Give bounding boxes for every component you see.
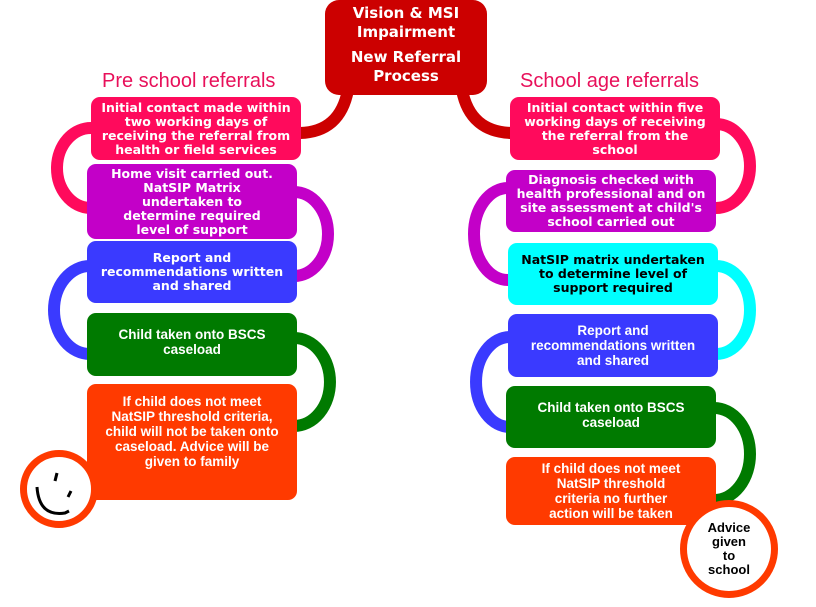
step-text: and shared: [576, 353, 650, 368]
step-text: given to family: [144, 454, 240, 469]
step-text: working days of receiving: [524, 113, 706, 129]
step-text: receiving the referral from: [101, 127, 291, 143]
advice-given-to-school-note: Advice given to school: [680, 500, 778, 598]
preschool-step-2: Home visit carried out. NatSIP Matrix un…: [87, 164, 297, 239]
step-text: NatSIP threshold: [556, 476, 666, 491]
step-text: caseload. Advice will be: [114, 439, 270, 454]
step-text: level of support: [136, 221, 248, 237]
smiley-drawing: [35, 472, 73, 515]
connector-school-5-6: [713, 402, 756, 506]
step-text: undertaken to: [141, 193, 243, 209]
connector-school-1-2: [715, 118, 756, 214]
connector-pre-1-2: [51, 121, 93, 214]
title-line: Impairment: [356, 23, 456, 41]
connector-pre-3-4: [48, 260, 91, 360]
connector-title-right: [456, 88, 513, 139]
step-text: site assessment at child's: [520, 200, 702, 215]
schoolage-step-6: If child does not meet NatSIP threshold …: [506, 457, 716, 525]
step-text: determine required: [123, 207, 261, 223]
step-text: caseload: [163, 342, 221, 357]
step-text: NatSIP matrix undertaken: [521, 252, 705, 267]
step-text: health or field services: [115, 141, 277, 157]
step-text: action will be taken: [549, 506, 673, 521]
connector-pre-4-5: [293, 332, 336, 432]
step-text: If child does not meet: [122, 394, 262, 409]
step-text: recommendations written: [530, 338, 696, 353]
step-text: criteria no further: [554, 491, 668, 506]
schoolage-step-3: NatSIP matrix undertaken to determine le…: [508, 243, 718, 305]
step-text: caseload: [582, 415, 640, 430]
step-text: Report and: [152, 250, 232, 265]
smiley-face-icon: [20, 450, 98, 528]
step-text: Report and: [577, 323, 649, 338]
step-text: two working days of: [124, 113, 268, 129]
step-text: NatSIP Matrix: [143, 179, 241, 195]
preschool-step-4: Child taken onto BSCS caseload: [87, 313, 297, 376]
connector-school-2-3: [468, 182, 509, 286]
title-line: Vision & MSI: [352, 4, 460, 22]
step-text: health professional and on: [516, 186, 706, 201]
step-text: Diagnosis checked with: [528, 172, 694, 187]
note-text: given: [712, 534, 746, 549]
note-text: Advice: [707, 520, 751, 535]
schoolage-step-2: Diagnosis checked with health profession…: [506, 170, 716, 232]
schoolage-heading: School age referrals: [520, 70, 699, 92]
preschool-heading: Pre school referrals: [102, 70, 276, 92]
diagram-title: Vision & MSI Impairment New Referral Pro…: [325, 0, 487, 95]
step-text: and shared: [152, 278, 232, 293]
note-text: school: [708, 562, 750, 577]
title-line: Process: [373, 67, 439, 85]
step-text: Child taken onto BSCS: [537, 400, 685, 415]
step-text: Child taken onto BSCS: [118, 327, 266, 342]
schoolage-step-5: Child taken onto BSCS caseload: [506, 386, 716, 448]
step-text: recommendations written: [100, 264, 284, 279]
step-text: school: [592, 141, 638, 157]
note-text: to: [722, 548, 736, 563]
step-text: school carried out: [547, 214, 675, 229]
connector-pre-2-3: [293, 186, 334, 282]
schoolage-step-4: Report and recommendations written and s…: [508, 314, 718, 377]
preschool-step-3: Report and recommendations written and s…: [87, 241, 297, 303]
preschool-step-5: If child does not meet NatSIP threshold …: [87, 384, 297, 500]
step-text: Initial contact within five: [526, 99, 704, 115]
schoolage-step-1: Initial contact within five working days…: [510, 97, 720, 160]
preschool-step-1: Initial contact made within two working …: [91, 97, 301, 160]
connector-school-3-4: [715, 260, 756, 360]
step-text: NatSIP threshold criteria,: [111, 409, 273, 424]
title-line: New Referral: [350, 48, 462, 66]
connector-title-left: [299, 88, 354, 139]
step-text: child will not be taken onto: [105, 424, 279, 439]
step-text: to determine level of: [538, 266, 688, 281]
step-text: Home visit carried out.: [111, 165, 273, 181]
step-text: support required: [553, 280, 673, 295]
connector-school-4-5: [470, 331, 511, 433]
step-text: Initial contact made within: [101, 99, 291, 115]
step-text: the referral from the: [541, 127, 689, 143]
step-text: If child does not meet: [541, 461, 681, 476]
